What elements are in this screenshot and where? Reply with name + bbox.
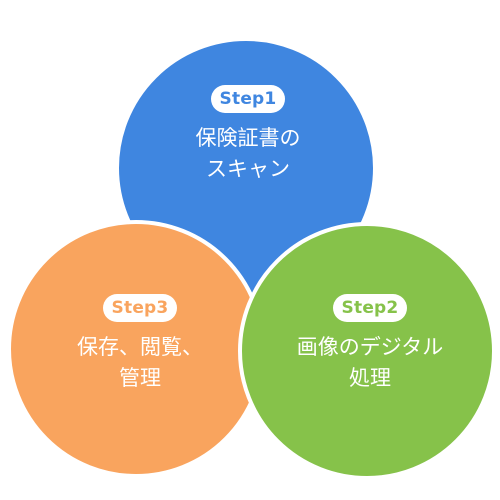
step3-label-group: Step3 保存、閲覧、 管理 bbox=[34, 294, 246, 394]
step3-description-line: 保存、閲覧、 bbox=[77, 335, 203, 359]
step1-description: 保険証書の スキャン bbox=[196, 123, 301, 185]
step1-description-line: 保険証書の bbox=[195, 126, 301, 150]
step3-circle bbox=[7, 220, 265, 478]
step2-description-line: 処理 bbox=[349, 366, 391, 390]
step2-description-line: 画像のデジタル bbox=[296, 335, 444, 359]
step1-description-line: スキャン bbox=[206, 157, 290, 181]
step1-label-group: Step1 保険証書の スキャン bbox=[142, 85, 354, 185]
step2-description: 画像のデジタル 処理 bbox=[297, 332, 444, 394]
step1-badge: Step1 bbox=[210, 85, 286, 113]
step3-description: 保存、閲覧、 管理 bbox=[77, 332, 203, 394]
step2-badge: Step2 bbox=[332, 294, 408, 322]
step3-badge: Step3 bbox=[102, 294, 178, 322]
step3-description-line: 管理 bbox=[119, 366, 161, 390]
step2-circle bbox=[238, 222, 496, 480]
step2-label-group: Step2 画像のデジタル 処理 bbox=[264, 294, 476, 394]
